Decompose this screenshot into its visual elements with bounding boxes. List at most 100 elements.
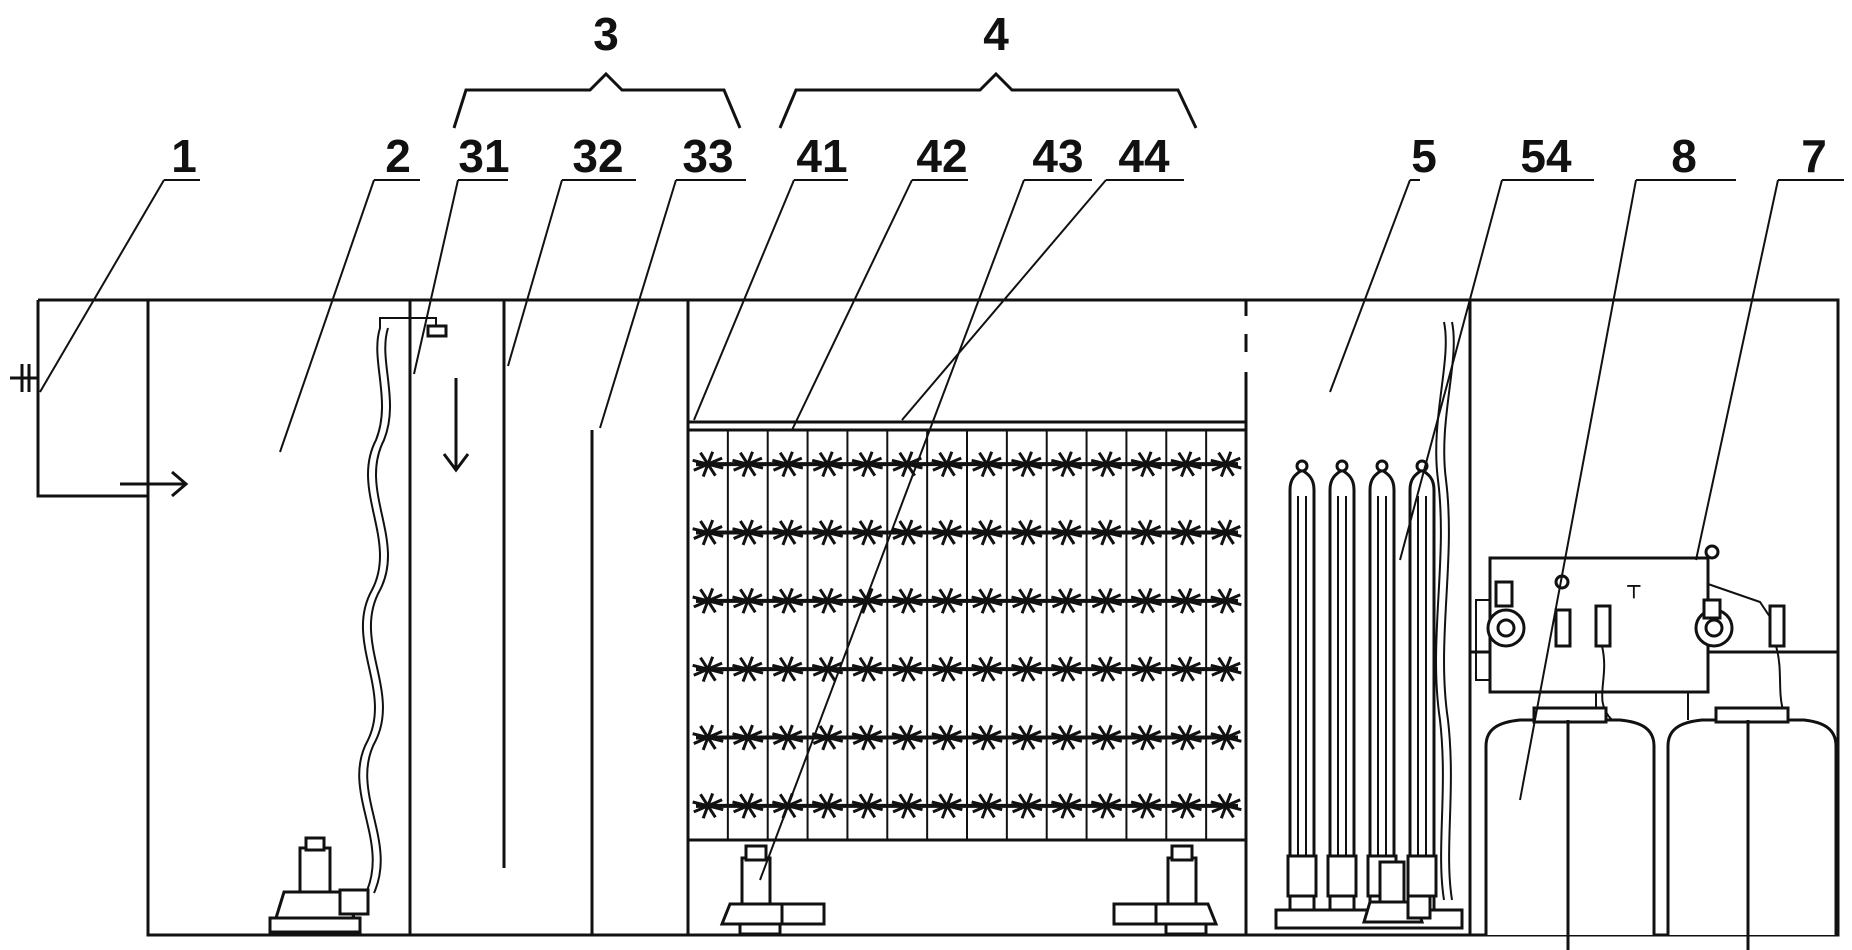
media-tuft	[692, 792, 724, 819]
media-tuft	[732, 587, 764, 614]
membrane-module	[1406, 459, 1438, 910]
label-42: 42	[916, 130, 967, 182]
outlet-pipes	[1566, 720, 1750, 950]
media-tuft	[851, 519, 884, 546]
media-tuft	[931, 587, 963, 614]
media-tuft	[1050, 451, 1083, 478]
media-tuft	[1011, 451, 1043, 478]
media-tuft	[1090, 724, 1123, 751]
chemical-tank-left	[1484, 706, 1656, 935]
flow-arrow-right-icon	[120, 470, 189, 498]
media-tuft	[1050, 587, 1083, 614]
submersible-pump-icon	[268, 836, 370, 934]
membrane-module	[1366, 459, 1398, 910]
media-tuft	[1130, 451, 1163, 478]
membrane-module-zone	[1286, 459, 1438, 910]
media-tuft	[1090, 587, 1123, 614]
media-tuft	[891, 587, 923, 614]
media-tuft	[1090, 792, 1123, 819]
media-tuft	[891, 656, 923, 683]
flow-arrow-down-icon	[442, 378, 470, 473]
bracket-3	[452, 71, 742, 129]
label-8: 8	[1671, 130, 1697, 182]
media-tuft	[851, 656, 884, 683]
media-tuft	[732, 451, 764, 478]
media-tuft	[1130, 587, 1163, 614]
media-tuft	[1170, 724, 1202, 751]
bracket-4	[778, 71, 1198, 129]
label-44: 44	[1118, 130, 1170, 182]
metering-pump-left-icon	[1486, 580, 1526, 648]
media-tuft	[771, 519, 804, 546]
media-tuft	[811, 792, 844, 819]
media-tuft	[692, 656, 724, 683]
label-43: 43	[1032, 130, 1083, 182]
media-tuft	[1050, 724, 1083, 751]
media-tuft	[1090, 451, 1123, 478]
media-tuft	[971, 519, 1003, 546]
media-tuft	[1130, 656, 1163, 683]
media-tuft	[1170, 792, 1202, 819]
label-1: 1	[171, 130, 197, 182]
lift-pipe	[358, 317, 448, 894]
media-tuft	[771, 587, 804, 614]
media-tuft	[1170, 587, 1202, 614]
media-tuft	[851, 724, 884, 751]
media-tuft	[1210, 519, 1242, 546]
media-tuft	[851, 587, 884, 614]
media-tuft	[931, 451, 963, 478]
media-tuft	[1130, 519, 1163, 546]
label-5: 5	[1411, 130, 1437, 182]
media-tuft	[771, 656, 804, 683]
media-tuft	[931, 519, 963, 546]
media-tuft	[971, 792, 1003, 819]
media-tuft	[1210, 451, 1242, 478]
media-tuft	[1170, 451, 1202, 478]
leader-lines	[39, 179, 1844, 881]
label-33: 33	[682, 130, 733, 182]
media-tuft	[692, 724, 724, 751]
media-tuft	[1011, 724, 1043, 751]
media-tuft	[692, 451, 724, 478]
media-tuft	[1050, 519, 1083, 546]
media-tuft	[851, 792, 884, 819]
inlet-valve-icon	[10, 364, 38, 392]
media-tuft	[1090, 656, 1123, 683]
membrane-module	[1326, 459, 1358, 910]
label-54: 54	[1520, 130, 1572, 182]
media-tuft	[931, 724, 963, 751]
media-tuft	[692, 587, 724, 614]
media-tuft	[1050, 792, 1083, 819]
media-tuft	[1090, 519, 1123, 546]
label-41: 41	[796, 130, 847, 182]
membrane-suction-pipe	[1435, 321, 1455, 901]
media-tuft	[971, 724, 1003, 751]
media-tuft	[971, 587, 1003, 614]
media-tuft	[732, 724, 764, 751]
media-tuft	[891, 792, 923, 819]
media-tuft	[1011, 587, 1043, 614]
media-tuft	[732, 519, 764, 546]
media-tuft	[1170, 656, 1202, 683]
bio-media-zone	[686, 420, 1248, 842]
media-tuft	[811, 519, 844, 546]
membrane-pump-icon	[1361, 860, 1432, 924]
media-tuft	[771, 724, 804, 751]
metering-pump-right-icon	[1694, 598, 1734, 648]
media-tuft	[732, 792, 764, 819]
media-tuft	[1130, 792, 1163, 819]
media-tuft	[811, 451, 844, 478]
media-tuft	[1130, 724, 1163, 751]
media-tuft	[891, 724, 923, 751]
membrane-module	[1286, 459, 1318, 910]
label-31: 31	[458, 130, 509, 182]
media-tuft	[771, 451, 804, 478]
aeration-pump-left-icon	[719, 844, 826, 936]
media-tuft	[1050, 656, 1083, 683]
aeration-pump-right-icon	[1112, 844, 1219, 936]
media-tuft	[692, 519, 724, 546]
label-2: 2	[385, 130, 411, 182]
label-4: 4	[983, 8, 1009, 60]
media-tuft	[811, 656, 844, 683]
